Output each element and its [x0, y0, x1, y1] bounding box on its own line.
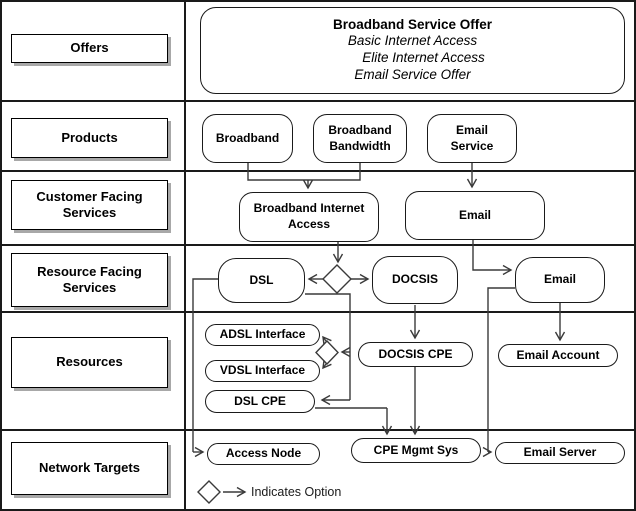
node-access-node: Access Node — [207, 443, 320, 465]
row-divider-5 — [0, 429, 636, 431]
connector-diamond2-to-adsl — [322, 335, 332, 347]
option-diamond-icon — [322, 264, 352, 294]
row-label-resources: Resources — [11, 337, 168, 388]
row-label-products: Products — [11, 118, 168, 158]
row-divider-2 — [0, 170, 636, 172]
node-email-account: Email Account — [498, 344, 618, 367]
row-divider-1 — [0, 100, 636, 102]
row-divider-3 — [0, 244, 636, 246]
option-diamond-icon — [315, 339, 339, 366]
node-vdsl-interface: VDSL Interface — [205, 360, 320, 382]
node-cpe-mgmt-sys: CPE Mgmt Sys — [351, 438, 481, 463]
offer-item-email: Email Service Offer — [354, 67, 471, 82]
node-email-cfs: Email — [405, 191, 545, 240]
node-docsis: DOCSIS — [372, 256, 458, 304]
node-broadband: Broadband — [202, 114, 293, 163]
node-broadband-bandwidth: Broadband Bandwidth — [313, 114, 407, 163]
connector-dsl-right-down — [305, 293, 351, 400]
column-divider — [184, 0, 186, 511]
node-email-rfs: Email — [515, 257, 605, 303]
row-label-resource-facing-services: Resource Facing Services — [11, 253, 168, 307]
offer-box: Broadband Service Offer Basic Internet A… — [200, 7, 625, 94]
node-email-service: Email Service — [427, 114, 517, 163]
offer-box-title: Broadband Service Offer — [332, 17, 493, 32]
node-docsis-cpe: DOCSIS CPE — [358, 342, 473, 367]
row-divider-4 — [0, 311, 636, 313]
legend-diamond-icon — [197, 480, 221, 504]
offer-item-elite: Elite Internet Access — [362, 50, 485, 65]
offer-item-basic: Basic Internet Access — [347, 33, 478, 48]
row-label-network-targets: Network Targets — [11, 442, 168, 495]
node-broadband-internet-access: Broadband Internet Access — [239, 192, 379, 242]
node-adsl-interface: ADSL Interface — [205, 324, 320, 346]
connector-diamond2-to-vdsl — [322, 358, 332, 370]
legend-label: Indicates Option — [251, 485, 342, 499]
node-email-server: Email Server — [495, 442, 625, 464]
node-dsl-cpe: DSL CPE — [205, 390, 315, 413]
row-label-offers: Offers — [11, 34, 168, 63]
node-dsl: DSL — [218, 258, 305, 303]
row-label-customer-facing-services: Customer Facing Services — [11, 180, 168, 230]
